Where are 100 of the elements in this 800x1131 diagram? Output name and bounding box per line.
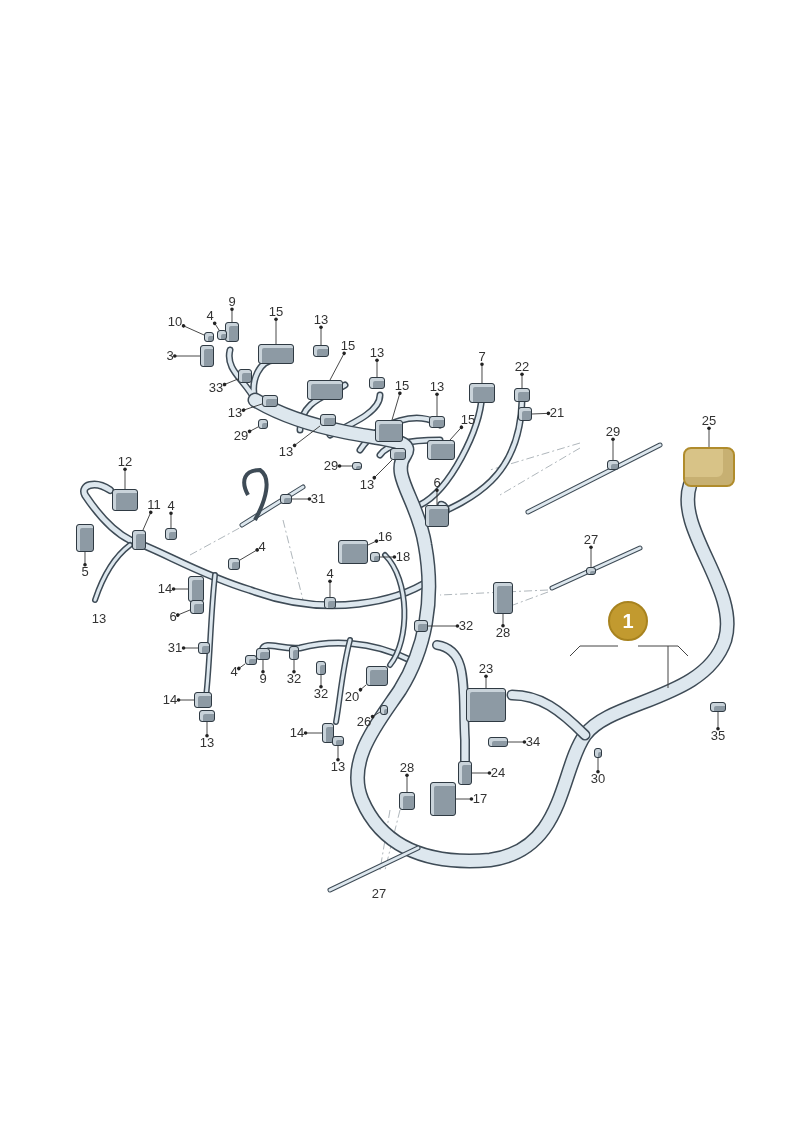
callout-number: 4 [205,309,215,323]
callout-number: 25 [700,414,718,428]
harness-part [493,582,513,614]
harness-part [338,540,368,565]
harness-part [228,557,240,570]
harness-part [390,448,406,460]
callout-number: 27 [370,887,388,901]
callout-number: 32 [312,687,330,701]
harness-part [370,552,380,562]
callout-number: 17 [471,792,489,806]
harness-part [429,416,445,428]
callout-number: 13 [277,445,295,459]
harness-part [380,704,388,715]
harness-part [225,322,239,342]
callout-number: 29 [232,429,250,443]
harness-part [313,345,329,357]
callout-number: 13 [90,612,108,626]
callout-number: 4 [257,540,267,554]
callout-number: 30 [589,772,607,786]
callout-number: 35 [709,729,727,743]
harness-part [76,524,94,552]
harness-part [245,654,257,665]
harness-part [190,600,204,615]
harness-part [280,494,292,504]
harness-part [332,736,344,746]
callout-number: 24 [489,766,507,780]
harness-part [369,377,385,389]
callout-number: 14 [161,693,179,707]
harness-part [256,648,270,660]
callout-number: 13 [358,478,376,492]
callout-number: 6 [432,476,442,490]
harness-part [199,710,215,722]
callout-badge: 1 [608,601,648,641]
harness-part [425,505,449,527]
harness-part [188,576,204,602]
callout-number: 23 [477,662,495,676]
callout-number: 14 [288,726,306,740]
harness-part [366,665,388,686]
callout-number: 29 [604,425,622,439]
harness-part [238,369,252,384]
callout-number: 11 [146,498,162,512]
callout-number: 32 [457,619,475,633]
harness-part [306,380,343,400]
harness-part [131,530,146,550]
harness-part [683,447,735,487]
callout-number: 29 [322,459,340,473]
callout-number: 13 [198,736,216,750]
callout-number: 31 [309,492,327,506]
callout-number: 34 [524,735,542,749]
harness-part [518,407,532,422]
callout-number: 16 [376,530,394,544]
callout-number: 12 [116,455,134,469]
callout-number: 21 [548,406,566,420]
callout-number: 26 [355,715,373,729]
harness-part [607,460,619,470]
callout-number: 27 [582,533,600,547]
callout-number: 13 [226,406,244,420]
harness-part [200,345,214,367]
harness-part [374,420,403,442]
harness-part [710,702,726,712]
callout-number: 20 [343,690,361,704]
harness-part [594,748,602,758]
callout-number: 28 [494,626,512,640]
callout-number: 18 [394,550,412,564]
harness-part [466,688,506,722]
callout-number: 15 [267,305,285,319]
callout-number: 13 [312,313,330,327]
harness-part [198,642,210,654]
harness-part [112,489,138,511]
callout-number: 15 [339,339,357,353]
callout-number: 14 [156,582,174,596]
harness-part [586,567,596,575]
callout-number: 31 [166,641,184,655]
callout-number: 28 [398,761,416,775]
callout-number: 15 [393,379,411,393]
harness-part [217,330,228,340]
harness-part [488,737,508,747]
harness-part [399,792,415,810]
harness-part [430,782,456,816]
callout-number: 13 [368,346,386,360]
callout-number: 13 [329,760,347,774]
harness-part [289,646,299,660]
harness-part [194,692,212,708]
harness-part [324,597,336,609]
harness-part [427,440,455,460]
harness-part [258,344,294,364]
harness-part [514,388,530,402]
harness-part [258,419,268,430]
harness-part [319,414,336,426]
harness-part [458,761,472,785]
harness-part [352,462,362,470]
harness-part [414,620,428,632]
harness-part [262,395,278,408]
harness-part [469,383,495,403]
harness-part [165,528,177,540]
callout-number: 7 [477,350,487,364]
callout-number: 6 [168,610,178,624]
callout-number: 33 [207,381,225,395]
harness-part [316,661,326,675]
callout-number: 4 [229,665,239,679]
